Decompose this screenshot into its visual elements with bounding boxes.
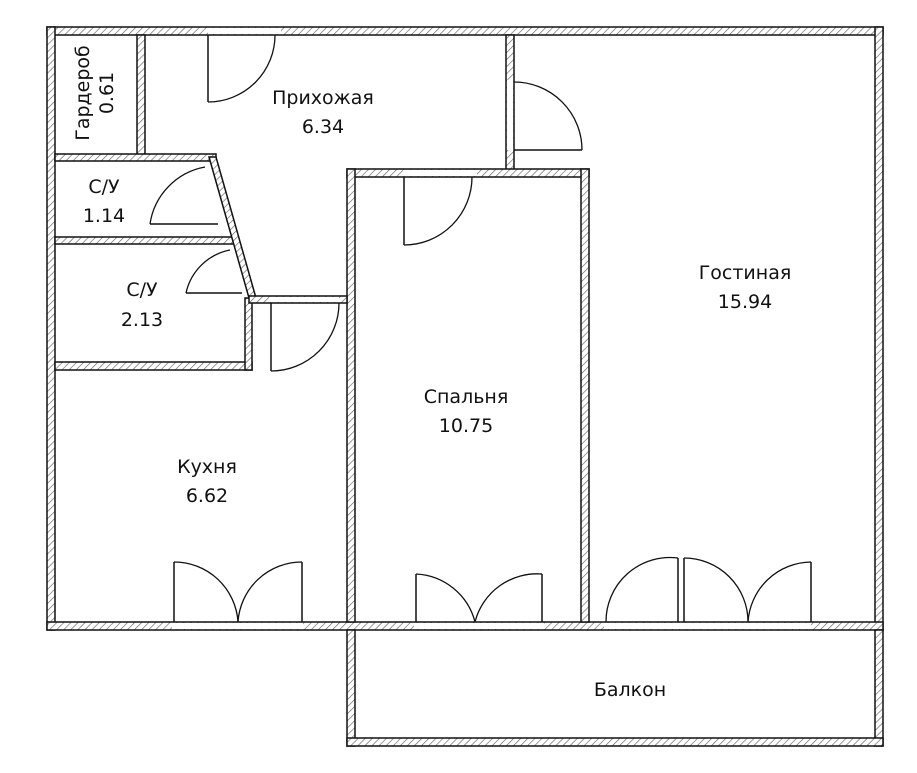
room-name-wardrobe: Гардероб xyxy=(72,45,94,141)
bath-diagonal-wall xyxy=(208,156,257,299)
wardrobe-wall xyxy=(136,34,146,158)
outer-wall-left xyxy=(46,26,56,631)
kitchen-balcony-door-icon xyxy=(173,561,303,623)
bedroom-door-icon xyxy=(403,176,473,246)
bedroom-wall-left xyxy=(346,168,356,623)
room-area-living: 15.94 xyxy=(718,291,772,313)
room-bath2: С/У 2.13 xyxy=(121,279,163,331)
room-area-wardrobe: 0.61 xyxy=(96,72,118,114)
room-area-bedroom: 10.75 xyxy=(439,415,493,437)
bedroom-wall-right xyxy=(580,168,590,623)
living-balcony-door-icon xyxy=(605,556,812,623)
outer-wall-right xyxy=(874,26,884,631)
kitchen-door-icon xyxy=(270,302,340,372)
bath-divider-wall xyxy=(54,236,236,245)
door-openings xyxy=(172,28,811,629)
bath2-wall-right xyxy=(244,297,253,371)
room-area-kitchen: 6.62 xyxy=(186,485,228,507)
room-name-bedroom: Спальня xyxy=(424,386,509,408)
bedroom-balcony-door-icon xyxy=(415,573,543,623)
balcony-wall-bottom xyxy=(346,737,884,747)
room-hallway: Прихожая 6.34 xyxy=(272,87,374,138)
room-area-bath1: 1.14 xyxy=(83,205,125,227)
room-bedroom: Спальня 10.75 xyxy=(424,386,509,437)
entrance-door-icon xyxy=(207,34,276,103)
room-area-bath2: 2.13 xyxy=(121,309,163,331)
balcony-wall-left xyxy=(346,629,356,747)
bath2-door-icon xyxy=(185,249,242,294)
room-name-living: Гостиная xyxy=(699,262,792,284)
room-bath1: С/У 1.14 xyxy=(83,176,125,227)
room-name-bath1: С/У xyxy=(88,176,120,198)
room-name-bath2: С/У xyxy=(126,279,158,301)
room-living: Гостиная 15.94 xyxy=(699,262,792,313)
living-door-icon xyxy=(513,81,583,151)
room-area-hallway: 6.34 xyxy=(302,116,344,138)
outer-wall-top xyxy=(46,26,884,36)
room-wardrobe: Гардероб 0.61 xyxy=(72,45,118,141)
room-labels: Гардероб 0.61 Прихожая 6.34 С/У 1.14 С/У… xyxy=(72,45,791,701)
room-name-kitchen: Кухня xyxy=(177,456,237,478)
bath2-wall-bottom xyxy=(54,361,253,371)
doors xyxy=(149,34,812,623)
bath1-door-icon xyxy=(149,166,218,225)
room-kitchen: Кухня 6.62 xyxy=(177,456,237,507)
bath1-wall-top xyxy=(54,153,217,162)
room-name-balcony: Балкон xyxy=(594,679,666,701)
room-name-hallway: Прихожая xyxy=(272,87,374,109)
room-balcony: Балкон xyxy=(594,679,666,701)
balcony-wall-right xyxy=(874,629,884,747)
